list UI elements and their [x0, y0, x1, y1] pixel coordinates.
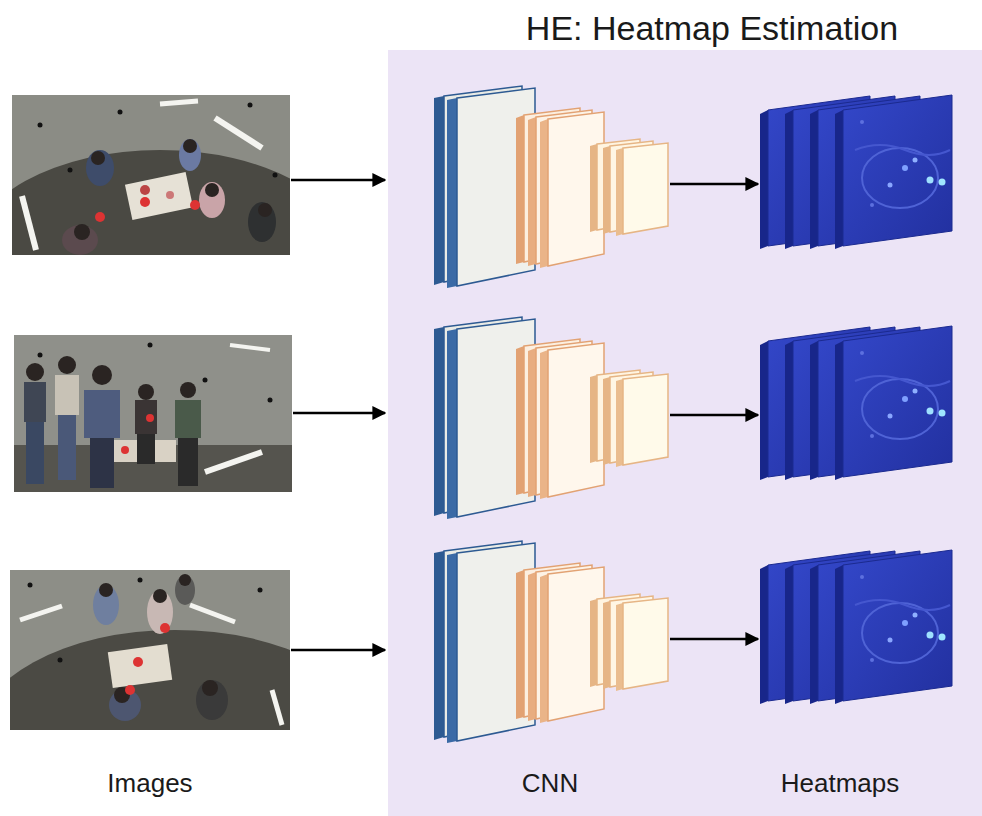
column-label: Heatmaps [740, 768, 940, 799]
flow-arrow [291, 179, 385, 182]
camera-image [14, 335, 292, 492]
flow-arrow [291, 649, 385, 652]
flow-arrow [293, 412, 385, 415]
camera-image [10, 570, 290, 730]
panel-title: HE: Heatmap Estimation [412, 8, 982, 49]
column-label: Images [50, 768, 250, 799]
camera-image [12, 95, 290, 255]
column-label: CNN [450, 768, 650, 799]
